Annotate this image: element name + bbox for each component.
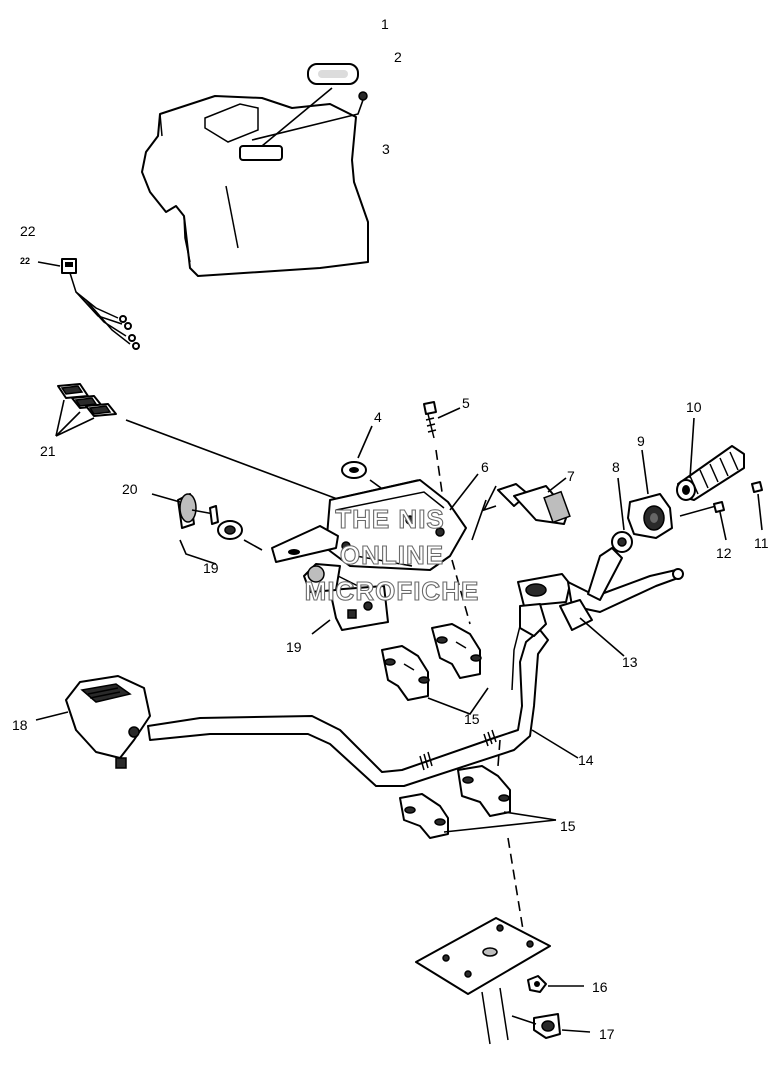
part-19-switch-nut [217,520,243,540]
callout-3: 3 [382,141,390,157]
callout-6: 6 [481,459,489,475]
part-6-switch-housing [271,479,467,571]
callout-15-upper: 15 [464,711,480,727]
part-8-bushing [611,531,633,553]
callout-8: 8 [612,459,620,475]
callout-7: 7 [567,468,575,484]
part-5-bolt [423,401,437,439]
mount-plate [415,917,551,1045]
callout-19-upper: 19 [203,560,219,576]
callout-10: 10 [686,399,702,415]
part-3-cover [141,95,369,277]
callout-4: 4 [374,409,382,425]
watermark-line-3: MICROFICHE [305,576,480,606]
callout-22-small: 22 [20,256,30,266]
part-15-upper-clamps [381,623,482,701]
callout-2: 2 [394,49,402,65]
callout-5: 5 [462,395,470,411]
part-19-lower-switch [303,563,389,631]
callout-19-lower: 19 [286,639,302,655]
part-11-screw [751,481,763,493]
part-22-wiring-harness [61,258,140,350]
callout-12: 12 [716,545,732,561]
part-4-washer [341,461,367,479]
callout-22-heading: 22 [20,223,36,239]
part-16-nut [527,975,547,993]
callout-14: 14 [578,752,594,768]
part-17-clamp [533,1013,561,1039]
part-18-left-switch [65,675,151,769]
part-13-brake-lever [511,547,684,691]
part-10-grip [676,445,745,501]
part-2-screw [358,91,368,101]
part-7-throttle-lever [497,483,571,525]
callout-17: 17 [599,1026,615,1042]
watermark-line-1: THE NIS [335,504,445,534]
part-9-throttle-housing [627,493,673,539]
callout-13: 13 [622,654,638,670]
part-14-handlebar [147,629,549,787]
callout-16: 16 [592,979,608,995]
callout-21: 21 [40,443,56,459]
part-21-switch-pads [57,383,117,417]
part-15-lower-clamps [399,765,511,839]
callout-11: 11 [754,535,769,551]
watermark-line-2: ONLINE [340,540,444,570]
callout-15-lower: 15 [560,818,576,834]
callout-18: 18 [12,717,28,733]
callout-9: 9 [637,433,645,449]
part-1-lens [307,63,359,85]
part-12-screw [679,501,725,517]
part-20-key-switch [177,493,219,529]
callout-1: 1 [381,16,389,32]
callout-20: 20 [122,481,138,497]
watermark: THE NIS ONLINE MICROFICHE [304,503,480,606]
